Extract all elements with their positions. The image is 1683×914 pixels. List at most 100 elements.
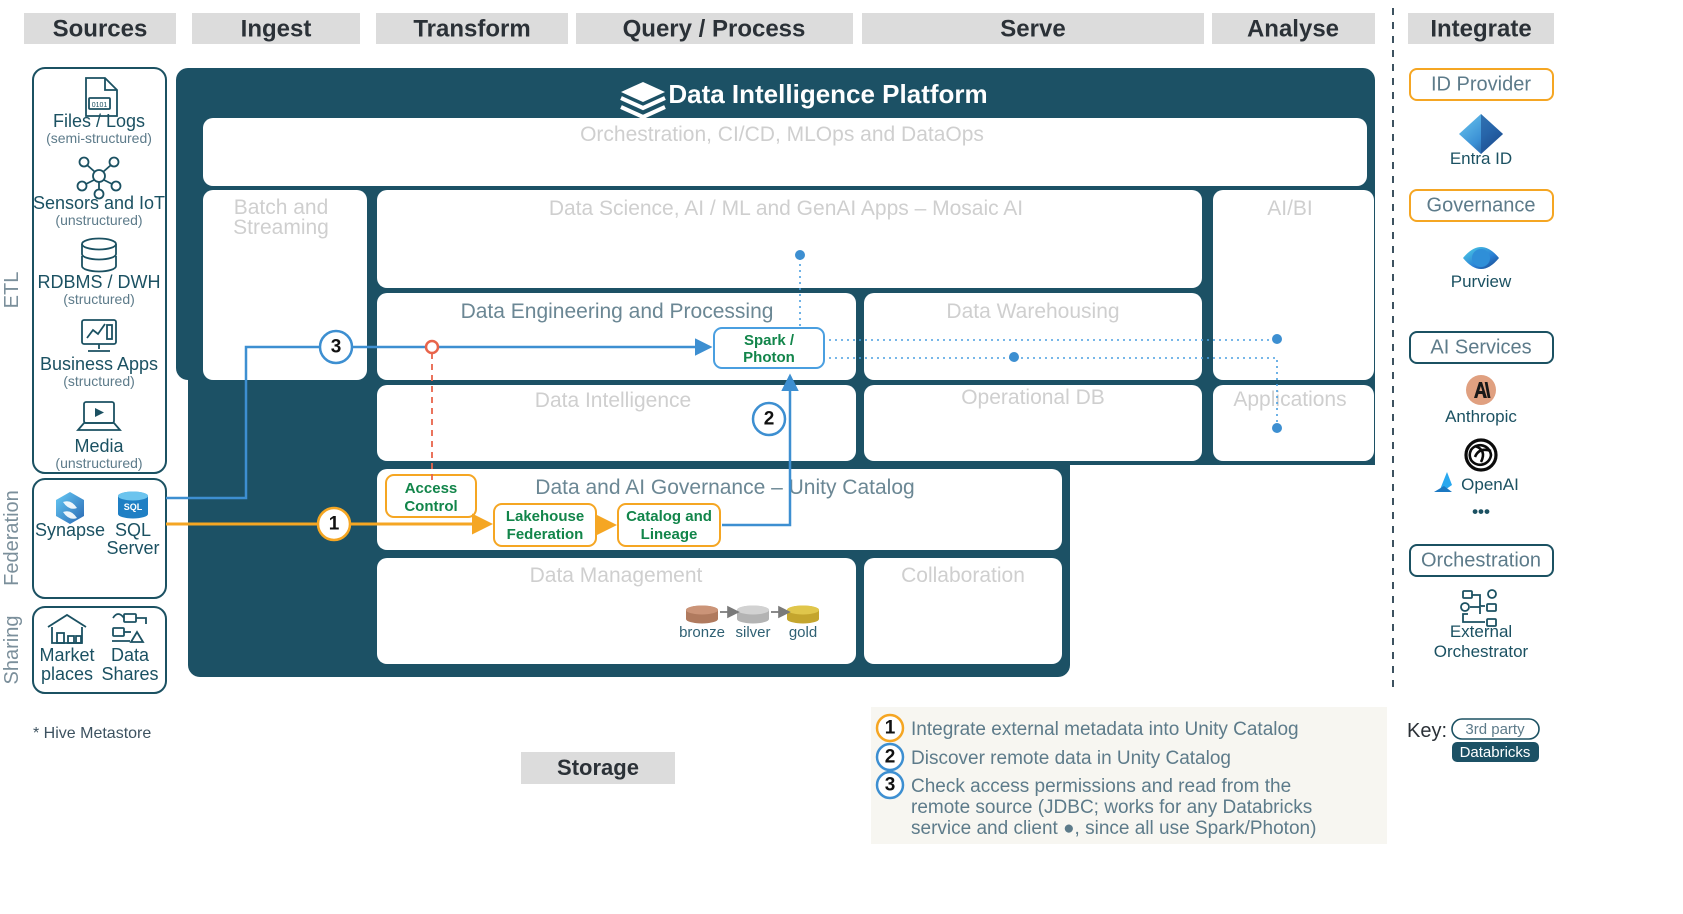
legend-text-3-line3: service and client ●, since all use Spar…: [911, 818, 1316, 839]
legend-marker-3-circle: [875, 770, 905, 800]
flow-marker-3-circle: [318, 329, 354, 365]
purview-icon: [1463, 247, 1499, 269]
hive-metastore-footnote: * Hive Metastore: [33, 725, 151, 742]
mosaic-ai-label: Data Science, AI / ML and GenAI Apps – M…: [549, 197, 1023, 220]
operational-db-label: Operational DB: [961, 386, 1105, 409]
medallion-silver-icon: [737, 605, 769, 624]
sources-item-sub-0: (semi-structured): [46, 130, 152, 146]
integrate-group-governance-pill[interactable]: [1409, 189, 1554, 222]
tag-access-control-line1: Access: [405, 480, 458, 497]
data-warehousing-label: Data Warehousing: [946, 300, 1119, 323]
legend-text-1: Integrate external metadata into Unity C…: [911, 719, 1299, 740]
tag-lakehouse-federation-line2: Federation: [507, 526, 584, 543]
integrate-group-id-provider-pill[interactable]: [1409, 68, 1554, 101]
integrate-column: ID Provider Entra ID Governance Purview …: [1409, 68, 1554, 661]
flow-marker-2-circle: [751, 401, 787, 437]
sources-item-label-2: RDBMS / DWH: [38, 272, 161, 292]
column-header-query: Query / Process: [623, 15, 806, 42]
sources-item-label-1: Sensors and IoT: [33, 193, 165, 213]
platform-tags: Spark / Photon Access Control Lakehouse …: [385, 327, 825, 547]
sources-federation-label-1a: SQL: [115, 520, 151, 540]
integrate-item-label-entra-id: Entra ID: [1450, 149, 1512, 168]
dot-warehouse: [1009, 352, 1019, 362]
legend-text-2: Discover remote data in Unity Catalog: [911, 748, 1231, 769]
legend-marker-2-circle: [875, 742, 905, 772]
integrate-group-title-2: AI Services: [1430, 336, 1531, 358]
ops-band-label: Orchestration, CI/CD, MLOps and DataOps: [580, 123, 984, 146]
data-intelligence-platform: Data Intelligence Platform Orchestration…: [176, 68, 1375, 677]
database-icon: [81, 237, 117, 273]
column-header-analyse: Analyse: [1247, 15, 1339, 42]
batch-streaming-label-b: Streaming: [233, 216, 329, 239]
file-binary-icon: 0101: [85, 77, 118, 117]
svg-text:0101: 0101: [92, 102, 108, 109]
medallion-label-silver: silver: [735, 624, 770, 641]
tag-spark-photon-line1: Spark /: [744, 332, 795, 349]
medallion-label-bronze: bronze: [679, 624, 725, 641]
sources-sharing-label-0a: Market: [39, 645, 94, 665]
sources-item-label-4: Media: [74, 436, 124, 456]
column-header-ingest-bg: [192, 13, 360, 44]
tag-catalog-lineage[interactable]: [617, 503, 721, 547]
flow-arrows: 1 2 3: [166, 329, 799, 542]
column-header-ingest: Ingest: [241, 15, 312, 42]
column-header-transform-bg: [376, 13, 568, 44]
batch-streaming-box: [203, 190, 367, 380]
ops-band-box: [203, 118, 1367, 186]
workflow-icon: [1460, 589, 1497, 627]
dot-mosaic: [795, 250, 805, 260]
column-header-query-bg: [576, 13, 853, 44]
tag-access-control-line2: Control: [404, 498, 457, 515]
dot-aibi: [1272, 334, 1282, 344]
tag-catalog-lineage-line1: Catalog and: [626, 508, 712, 525]
data-intelligence-label: Data Intelligence: [535, 389, 691, 412]
legend-marker-2: 2: [885, 747, 896, 768]
media-laptop-icon: [76, 401, 122, 431]
ai-bi-label: AI/BI: [1267, 197, 1313, 220]
integrate-item-label-openai: OpenAI: [1461, 475, 1519, 494]
storage-band: Storage: [521, 752, 675, 784]
key-label: Key:: [1407, 720, 1447, 742]
sources-item-label-0: Files / Logs: [53, 111, 145, 131]
flow-3-checkpoint: [424, 339, 440, 355]
legend-bg: [871, 707, 1387, 844]
legend-marker-1-circle: [875, 713, 905, 743]
integrate-item-label-external-b: Orchestrator: [1434, 642, 1529, 661]
integrate-group-ai-services-pill[interactable]: [1409, 331, 1554, 364]
sources-side-label-sharing: Sharing: [1, 616, 23, 685]
entra-id-icon: [1459, 114, 1503, 154]
sources-item-sub-1: (unstructured): [55, 212, 142, 228]
anthropic-icon: [1466, 375, 1496, 405]
sources-federation-label-1b: Server: [106, 538, 159, 558]
sources-sharing-label-1a: Data: [111, 645, 150, 665]
legend-text-3-line2: remote source (JDBC; works for any Datab…: [911, 797, 1312, 818]
storage-bg: [521, 752, 675, 784]
column-header-integrate-bg: [1408, 13, 1554, 44]
dotted-connectors: [795, 250, 1282, 433]
key-third-party-pill: [1451, 718, 1540, 740]
mosaic-ai-box: [377, 190, 1202, 288]
sources-etl-card: [32, 67, 167, 474]
sql-server-icon: SQL: [118, 491, 148, 519]
column-headers: Sources Ingest Transform Query / Process…: [24, 13, 1554, 44]
data-share-icon: [112, 613, 147, 643]
tag-catalog-lineage-line2: Lineage: [641, 526, 698, 543]
operational-db-box: [864, 385, 1202, 461]
collaboration-box: [864, 558, 1062, 664]
collaboration-label: Collaboration: [901, 564, 1025, 587]
flow-2-line: [722, 373, 799, 527]
legend-panel: 1 Integrate external metadata into Unity…: [871, 707, 1387, 844]
sources-item-sub-4: (unstructured): [55, 455, 142, 471]
tag-spark-photon[interactable]: [713, 327, 825, 369]
sources-sharing-label-0b: places: [41, 664, 93, 684]
medallion-label-gold: gold: [789, 624, 817, 641]
column-header-sources-bg: [24, 13, 176, 44]
sources-side-label-etl: ETL: [1, 272, 23, 309]
tag-access-control[interactable]: [385, 474, 477, 518]
integrate-group-orchestration-pill[interactable]: [1409, 544, 1554, 577]
unity-catalog-label: Data and AI Governance – Unity Catalog: [535, 476, 914, 499]
integrate-group-title-3: Orchestration: [1421, 549, 1541, 571]
medallion-bronze-icon: [686, 605, 718, 624]
data-engineering-label: Data Engineering and Processing: [461, 300, 774, 323]
medallion-gold-icon: [787, 605, 819, 624]
